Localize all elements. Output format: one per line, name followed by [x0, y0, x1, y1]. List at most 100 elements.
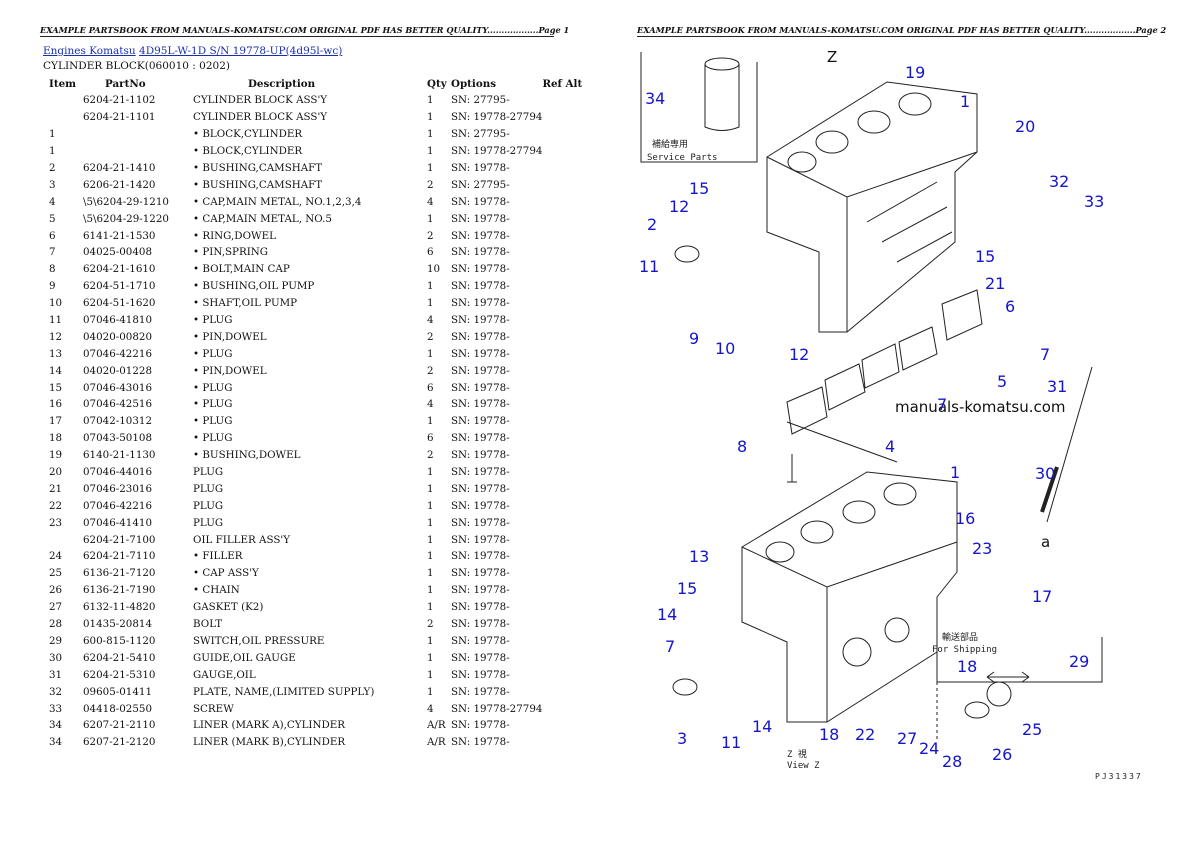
callout-label: 15	[689, 179, 709, 198]
callout-label: 28	[942, 752, 962, 771]
cell-ref-alt	[542, 464, 582, 481]
cell-ref-alt	[542, 447, 582, 464]
cell-item	[43, 109, 83, 126]
cell-ref-alt	[542, 700, 582, 717]
callout-label: 23	[972, 539, 992, 558]
cell-description: CYLINDER BLOCK ASS'Y	[193, 111, 328, 124]
callout-label: 10	[715, 339, 735, 358]
cylinder-block-drawing: 補給専用 Service Parts 輸送部品 For Shipping Z 視…	[639, 48, 1104, 771]
callout-label: 30	[1035, 464, 1055, 483]
cell-item	[43, 92, 83, 109]
cell-item: 4	[49, 195, 56, 208]
callout-label: 5	[997, 372, 1007, 391]
cell-options: SN: 19778-27794	[451, 111, 543, 124]
cell-item: 19	[49, 449, 63, 462]
liner-top	[704, 57, 740, 71]
cell-options: SN: 19778-	[451, 618, 510, 631]
breadcrumb-link-model[interactable]: 4D95L-W-1D S/N 19778-UP(4d95l-wc)	[139, 45, 343, 57]
page-header: EXAMPLE PARTSBOOK FROM MANUALS-KOMATSU.C…	[40, 25, 570, 37]
cell-ref-alt	[542, 143, 582, 160]
cell-item: 8	[49, 263, 56, 276]
cell-description: • BOLT,MAIN CAP	[193, 263, 290, 276]
cell-options: SN: 19778-	[451, 162, 510, 174]
callout-label: 33	[1084, 192, 1104, 211]
cell-description: OIL FILLER ASS'Y	[193, 533, 291, 546]
cell-ref-alt	[542, 160, 582, 177]
cell-item: 20	[49, 466, 63, 479]
cell-description: • CAP,MAIN METAL, NO.5	[193, 212, 332, 225]
cell-ref-alt	[542, 599, 582, 616]
callout-label: 14	[657, 605, 677, 624]
cell-description: • CAP ASS'Y	[193, 567, 259, 580]
cell-partno: 6204-21-1101	[83, 111, 156, 124]
cell-partno: 6136-21-7120	[83, 567, 156, 580]
cell-qty: 2	[427, 364, 434, 377]
cell-options: SN: 19778-	[451, 499, 510, 512]
parts-list-page: EXAMPLE PARTSBOOK FROM MANUALS-KOMATSU.C…	[40, 25, 582, 749]
cell-qty: 1	[427, 651, 434, 664]
cell-ref-alt	[542, 430, 582, 447]
lower-block-outline	[741, 471, 958, 723]
cell-options: SN: 19778-	[451, 263, 510, 276]
cell-description: • PLUG	[193, 381, 233, 394]
cell-ref-alt	[542, 176, 582, 193]
callout-label: 13	[689, 547, 709, 566]
view-jp: Z 視	[787, 748, 807, 760]
cell-partno: 6204-21-1102	[83, 94, 156, 107]
cell-description: • BLOCK,CYLINDER	[193, 145, 303, 158]
cell-qty: 4	[427, 314, 434, 327]
cell-item: 17	[49, 415, 63, 428]
cell-ref-alt	[542, 261, 582, 278]
shipping-frame	[936, 637, 1103, 683]
lower-bore-3	[883, 482, 917, 506]
col-item: Item	[49, 78, 77, 90]
cell-partno: 07043-50108	[83, 432, 152, 445]
cell-partno: 6204-21-1410	[83, 162, 156, 174]
cell-description: • BUSHING,CAMSHAFT	[193, 178, 323, 191]
block-ribs	[866, 181, 953, 263]
cell-qty: 1	[427, 533, 434, 546]
cell-partno: 07046-44016	[83, 466, 152, 479]
cell-partno: 6206-21-1420	[83, 178, 156, 191]
cell-qty: 1	[427, 212, 434, 225]
cell-ref-alt	[542, 683, 582, 700]
cell-options: SN: 19778-	[451, 449, 510, 462]
cell-options: SN: 19778-	[451, 634, 510, 647]
cell-options: SN: 19778-	[451, 736, 510, 749]
cell-description: PLUG	[193, 516, 224, 529]
liner-body	[704, 64, 740, 131]
cell-description: GASKET (K2)	[193, 601, 264, 614]
lower-bore-1	[800, 520, 834, 544]
cell-partno: 07046-43016	[83, 381, 152, 394]
page-header: EXAMPLE PARTSBOOK FROM MANUALS-KOMATSU.C…	[637, 25, 1167, 37]
cell-ref-alt	[542, 126, 582, 143]
cell-item: 34	[49, 736, 63, 749]
cell-qty: 4	[427, 702, 434, 715]
cell-item: 9	[49, 280, 56, 293]
bore-4	[787, 151, 817, 173]
cell-ref-alt	[542, 514, 582, 531]
cell-partno: 07046-42216	[83, 347, 152, 360]
callout-label: 27	[897, 729, 917, 748]
cell-description: • PLUG	[193, 415, 233, 428]
callout-label: 7	[1040, 345, 1050, 364]
cell-description: • CHAIN	[193, 584, 240, 597]
cell-partno	[83, 126, 193, 143]
breadcrumb-link-engines[interactable]: Engines Komatsu	[43, 45, 136, 57]
cell-qty: 2	[427, 178, 434, 191]
z-mark: Z	[827, 48, 837, 66]
bore-2	[857, 110, 891, 134]
cell-options: SN: 19778-	[451, 330, 510, 343]
cell-item: 25	[49, 567, 63, 580]
